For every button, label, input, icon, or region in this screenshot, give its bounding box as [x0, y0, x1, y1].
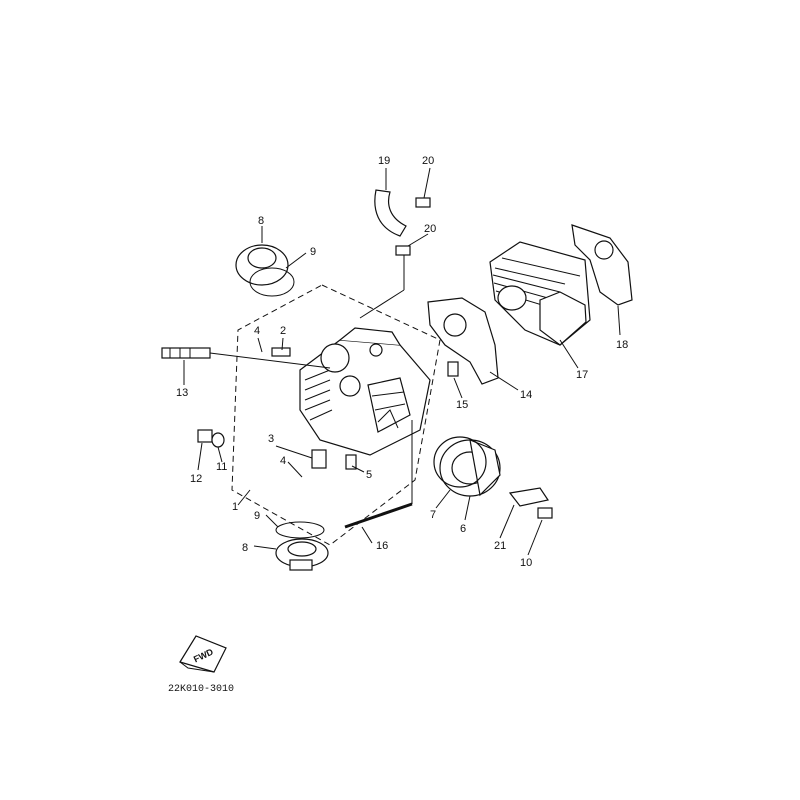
callout-5: 5: [366, 469, 372, 481]
hose-clip-bottom: [395, 245, 411, 256]
cylinder-block: [489, 241, 591, 346]
callout-4-top: 4: [254, 325, 260, 337]
callout-3: 3: [268, 433, 274, 445]
callout-18: 18: [616, 339, 628, 351]
stud: [345, 454, 357, 470]
callout-2: 2: [280, 325, 286, 337]
side-cover: [439, 439, 501, 497]
bracket: [508, 487, 549, 507]
washer: [211, 432, 225, 448]
diagram-code: 22K010-3010: [168, 684, 234, 695]
callout-9-top: 9: [310, 246, 316, 258]
head-gasket: [427, 297, 499, 385]
callout-20-bottom: 20: [424, 223, 436, 235]
o-ring: [433, 436, 487, 488]
dowel-pin-small: [311, 449, 327, 469]
cylinder-head: [299, 327, 431, 456]
callout-1: 1: [232, 501, 238, 513]
base-gasket: [571, 224, 633, 306]
callout-7: 7: [430, 509, 436, 521]
o-ring-top: [249, 267, 295, 297]
forward-arrow-icon: FWD: [179, 635, 227, 673]
callout-8-top: 8: [258, 215, 264, 227]
callout-13: 13: [176, 387, 188, 399]
plug-bolt: [197, 429, 213, 443]
dowel-pin: [271, 347, 291, 357]
callout-16: 16: [376, 540, 388, 552]
callout-10: 10: [520, 557, 532, 569]
callout-14: 14: [520, 389, 532, 401]
valve-cap-top: [235, 244, 289, 286]
breather-hose: [374, 189, 407, 237]
callout-19: 19: [378, 155, 390, 167]
o-ring-bottom: [275, 521, 325, 539]
assembly-boundary: [231, 284, 441, 546]
valve-cap-bottom: [275, 538, 329, 571]
callout-11: 11: [216, 461, 227, 473]
part-callouts: 1 2 3 4 4 5 6 7 8 8 9 9 10 11 12 13 14 1…: [176, 155, 628, 569]
callout-17: 17: [576, 369, 588, 381]
callout-20-top: 20: [422, 155, 434, 167]
bracket-bolt: [537, 507, 553, 519]
callout-12: 12: [190, 473, 202, 485]
callout-9-bottom: 9: [254, 510, 260, 522]
hose-clip-top: [415, 197, 431, 208]
callout-15: 15: [456, 399, 468, 411]
leader-lines: [183, 167, 621, 556]
long-bolt: [344, 502, 413, 529]
dowel-15: [447, 361, 459, 377]
callout-21: 21: [494, 540, 506, 552]
callout-6: 6: [460, 523, 466, 535]
callout-8-bottom: 8: [242, 542, 248, 554]
spark-plug: [161, 347, 331, 369]
callout-4-bottom: 4: [280, 455, 286, 467]
